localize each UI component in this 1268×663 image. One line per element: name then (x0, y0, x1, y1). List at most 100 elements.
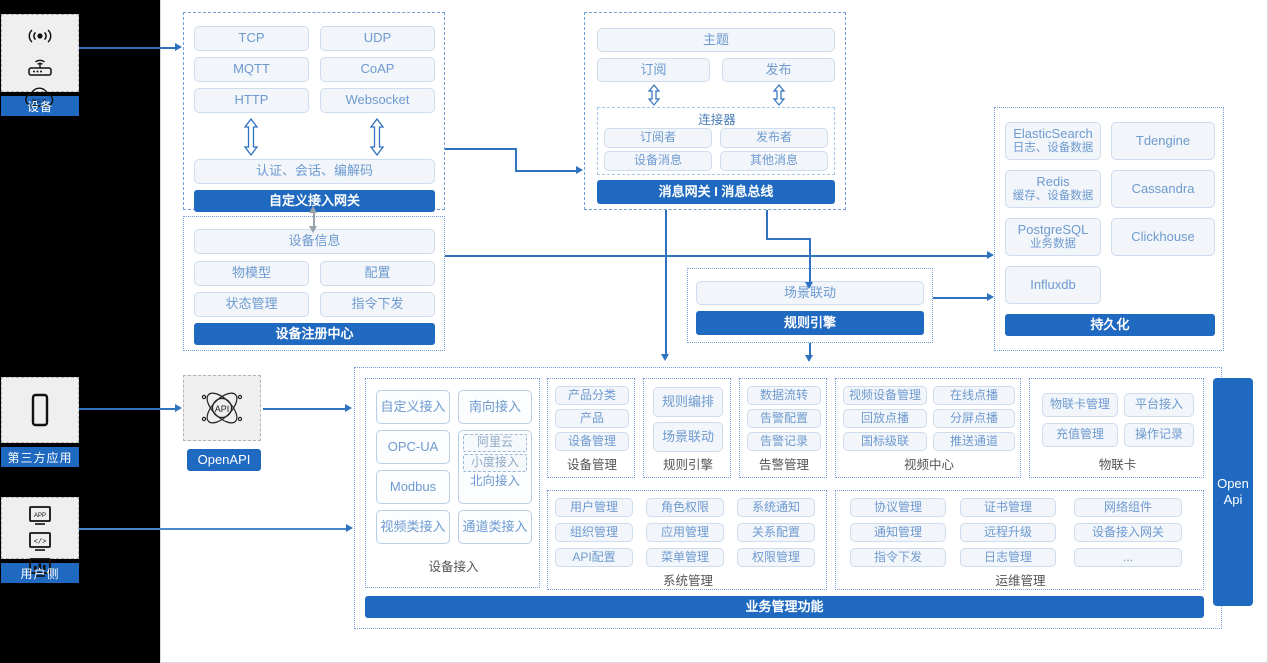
store-clickhouse[interactable]: Clickhouse (1111, 218, 1215, 256)
protocol-udp[interactable]: UDP (320, 26, 435, 51)
svg-text:APP: APP (34, 513, 46, 519)
protocol-websocket[interactable]: Websocket (320, 88, 435, 113)
ic-operation-log[interactable]: 操作记录 (1124, 423, 1194, 447)
group-device-registry: 设备信息 物模型 配置 状态管理 指令下发 设备注册中心 (183, 216, 445, 351)
publish-box[interactable]: 发布 (722, 58, 835, 82)
code-window-icon: </> (21, 529, 59, 555)
double-arrow-icon-publish (772, 84, 786, 111)
ic-platform-access[interactable]: 平台接入 (1124, 393, 1194, 417)
protocol-tcp[interactable]: TCP (194, 26, 309, 51)
vc-gb-cascade[interactable]: 国标级联 (843, 432, 927, 451)
protocol-http[interactable]: HTTP (194, 88, 309, 113)
am-alarm-record[interactable]: 告警记录 (747, 432, 821, 451)
am-data-flow[interactable]: 数据流转 (747, 386, 821, 405)
device-registry-bar[interactable]: 设备注册中心 (194, 323, 435, 345)
group-iot-card: 物联卡管理 平台接入 充值管理 操作记录 物联卡 (1029, 378, 1204, 478)
ic-card-mgmt[interactable]: 物联卡管理 (1042, 393, 1118, 417)
access-modbus[interactable]: Modbus (376, 470, 450, 504)
caption-rule-engine: 规则引擎 (662, 457, 713, 472)
access-northbound-label: 北向接入 (469, 474, 520, 488)
sm-relation-cfg[interactable]: 关系配置 (737, 523, 815, 542)
sm-app-mgmt[interactable]: 应用管理 (646, 523, 724, 542)
om-protocol-mgmt[interactable]: 协议管理 (850, 498, 946, 517)
caption-device-management: 设备管理 (566, 457, 617, 472)
arrow-userside-to-business (346, 524, 353, 532)
dm-product-category[interactable]: 产品分类 (555, 386, 629, 405)
group-system-management: 用户管理 角色权限 系统通知 组织管理 应用管理 关系配置 API配置 菜单管理… (547, 490, 827, 590)
om-more[interactable]: ... (1074, 548, 1182, 567)
store-influxdb[interactable]: Influxdb (1005, 266, 1101, 304)
svg-text:</>: </> (34, 539, 47, 547)
connector-other-msg[interactable]: 其他消息 (720, 151, 828, 171)
protocol-mqtt[interactable]: MQTT (194, 57, 309, 82)
store-redis[interactable]: Redis 缓存、设备数据 (1005, 170, 1101, 208)
command-issue-box[interactable]: 指令下发 (320, 292, 435, 317)
vc-push-channel[interactable]: 推送通道 (933, 432, 1015, 451)
config-box[interactable]: 配置 (320, 261, 435, 286)
persistence-bar[interactable]: 持久化 (1005, 314, 1215, 336)
om-network-comp[interactable]: 网络组件 (1074, 498, 1182, 517)
message-gateway-bar[interactable]: 消息网关 I 消息总线 (597, 180, 835, 204)
business-functions-bar[interactable]: 业务管理功能 (365, 596, 1204, 618)
vc-playback[interactable]: 回放点播 (843, 409, 927, 428)
access-video[interactable]: 视频类接入 (376, 510, 450, 544)
access-opcua[interactable]: OPC-UA (376, 430, 450, 464)
vc-online-play[interactable]: 在线点播 (933, 386, 1015, 405)
dm-product[interactable]: 产品 (555, 409, 629, 428)
topic-box[interactable]: 主题 (597, 28, 835, 52)
custom-access-gateway-bar[interactable]: 自定义接入网关 (194, 190, 435, 212)
dm-device-mgmt[interactable]: 设备管理 (555, 432, 629, 451)
sm-menu-mgmt[interactable]: 菜单管理 (646, 548, 724, 567)
store-tdengine[interactable]: Tdengine (1111, 122, 1215, 160)
arrow-bus-to-rule-engine (805, 282, 813, 289)
open-api-line2: Api (1223, 492, 1243, 507)
open-api-side-bar[interactable]: Open Api (1213, 378, 1253, 606)
store-cassandra[interactable]: Cassandra (1111, 170, 1215, 208)
device-info-box[interactable]: 设备信息 (194, 229, 435, 254)
ic-recharge-mgmt[interactable]: 充值管理 (1042, 423, 1118, 447)
om-command-issue[interactable]: 指令下发 (850, 548, 946, 567)
thing-model-box[interactable]: 物模型 (194, 261, 309, 286)
connector-publisher[interactable]: 发布者 (720, 128, 828, 148)
store-sub-redis: 缓存、设备数据 (1012, 189, 1094, 202)
sm-sys-notice[interactable]: 系统通知 (737, 498, 815, 517)
connector-subscriber[interactable]: 订阅者 (604, 128, 712, 148)
connector-device-msg[interactable]: 设备消息 (604, 151, 712, 171)
actor-user-side: APP </> 用户侧 (1, 497, 79, 583)
sm-api-cfg[interactable]: API配置 (555, 548, 633, 567)
double-arrow-icon-subscribe (647, 84, 661, 111)
line-thirdparty-stub (79, 408, 175, 410)
group-rule-engine-func: 规则编排 场景联动 规则引擎 (643, 378, 731, 478)
access-southbound[interactable]: 南向接入 (458, 390, 532, 424)
subscribe-box[interactable]: 订阅 (597, 58, 710, 82)
store-postgresql[interactable]: PostgreSQL 业务数据 (1005, 218, 1101, 256)
arrow-up-gateway (309, 206, 317, 213)
sm-role-perm[interactable]: 角色权限 (646, 498, 724, 517)
caption-alarm-management: 告警管理 (758, 457, 809, 472)
access-xiaodu[interactable]: 小度接入 (463, 454, 527, 472)
auth-session-codec[interactable]: 认证、会话、编解码 (194, 159, 435, 184)
protocol-coap[interactable]: CoAP (320, 57, 435, 82)
access-northbound-wrapper[interactable]: 阿里云 小度接入 北向接入 (458, 430, 532, 504)
access-custom[interactable]: 自定义接入 (376, 390, 450, 424)
om-remote-upgrade[interactable]: 远程升级 (960, 523, 1056, 542)
om-notice-mgmt[interactable]: 通知管理 (850, 523, 946, 542)
svg-text:API: API (215, 404, 230, 414)
sm-user-mgmt[interactable]: 用户管理 (555, 498, 633, 517)
om-device-gateway[interactable]: 设备接入网关 (1074, 523, 1182, 542)
om-cert-mgmt[interactable]: 证书管理 (960, 498, 1056, 517)
sm-perm-mgmt[interactable]: 权限管理 (737, 548, 815, 567)
am-alarm-config[interactable]: 告警配置 (747, 409, 821, 428)
openapi-bar[interactable]: OpenAPI (187, 449, 261, 471)
sm-org-mgmt[interactable]: 组织管理 (555, 523, 633, 542)
re-rule-orchestration[interactable]: 规则编排 (653, 387, 723, 417)
vc-split-screen[interactable]: 分屏点播 (933, 409, 1015, 428)
rule-engine-bar[interactable]: 规则引擎 (696, 311, 924, 335)
access-channel[interactable]: 通道类接入 (458, 510, 532, 544)
om-log-mgmt[interactable]: 日志管理 (960, 548, 1056, 567)
vc-video-device-mgmt[interactable]: 视频设备管理 (843, 386, 927, 405)
state-mgmt-box[interactable]: 状态管理 (194, 292, 309, 317)
store-elasticsearch[interactable]: ElasticSearch 日志、设备数据 (1005, 122, 1101, 160)
access-aliyun[interactable]: 阿里云 (463, 434, 527, 452)
re-scene-linkage[interactable]: 场景联动 (653, 422, 723, 452)
